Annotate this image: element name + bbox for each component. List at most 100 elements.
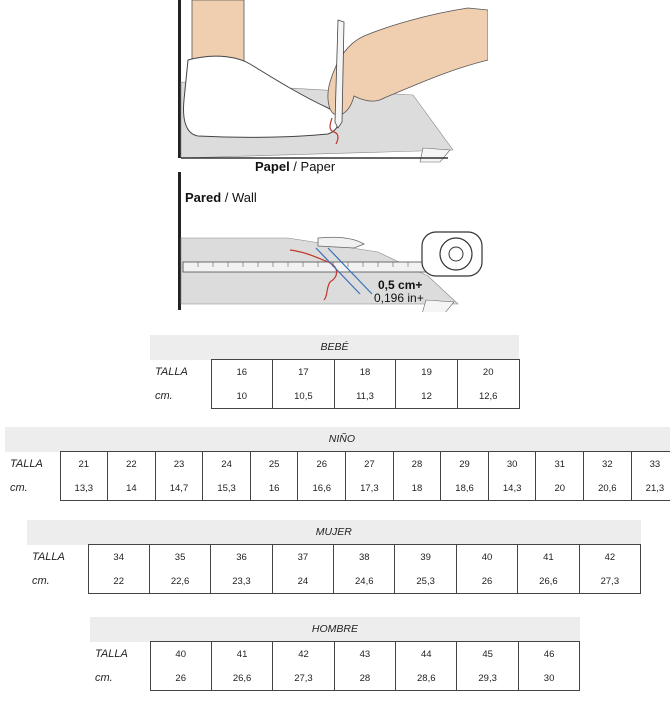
wall-line-bottom (178, 172, 181, 310)
row-label-talla: TALLA (95, 647, 128, 660)
size-cell: 16 (210, 359, 273, 384)
cm-cell: 10,5 (272, 384, 335, 409)
cm-cell: 18 (392, 476, 441, 501)
cm-cell: 12,6 (456, 384, 520, 409)
size-cell: 40 (455, 544, 518, 569)
size-cell: 33 (630, 451, 670, 476)
size-cell: 34 (87, 544, 150, 569)
paper-corner-2 (422, 299, 455, 312)
foot-measuring-drawing (178, 0, 488, 312)
red-outline (289, 249, 338, 301)
hand (327, 7, 488, 116)
cm-cell: 14 (107, 476, 156, 501)
size-cell: 23 (154, 451, 203, 476)
cm-cell: 28 (333, 666, 396, 691)
size-cell: 32 (583, 451, 632, 476)
size-cell: 41 (517, 544, 580, 569)
size-cell: 40 (149, 641, 212, 666)
cm-cell: 24 (271, 569, 334, 594)
tape-case (421, 231, 483, 277)
table-title: HOMBRE (90, 617, 580, 642)
cm-cell: 30 (517, 666, 581, 691)
measuring-illustration: Papel / Paper Pared / Wall 0,5 cm+ 0,196… (178, 0, 488, 312)
size-cell: 31 (535, 451, 584, 476)
pencil-mark (329, 117, 339, 145)
size-cell: 19 (395, 359, 458, 384)
cm-cell: 11,3 (333, 384, 396, 409)
pencil (334, 19, 345, 129)
cm-cell: 16,6 (297, 476, 346, 501)
row-label-cm: cm. (10, 482, 28, 495)
cm-cell: 26 (455, 569, 518, 594)
cm-cell: 27,3 (272, 666, 335, 691)
size-cell: 18 (333, 359, 396, 384)
row-label-talla: TALLA (32, 550, 65, 563)
size-cell: 20 (456, 359, 520, 384)
size-cell: 45 (456, 641, 519, 666)
table-title: BEBÉ (150, 335, 520, 360)
cm-cell: 22 (87, 569, 150, 594)
size-cell: 21 (59, 451, 108, 476)
leg (191, 0, 245, 63)
cm-cell: 28,6 (395, 666, 457, 691)
size-cell: 29 (440, 451, 489, 476)
row-label-talla: TALLA (155, 365, 188, 378)
size-cell: 27 (345, 451, 394, 476)
cm-cell: 17,3 (345, 476, 394, 501)
table-title: NIÑO (5, 427, 670, 452)
size-cell: 26 (297, 451, 346, 476)
size-cell: 41 (210, 641, 273, 666)
cm-cell: 14,7 (154, 476, 203, 501)
cm-cell: 27,3 (578, 569, 642, 594)
size-cell: 44 (395, 641, 457, 666)
size-cell: 35 (148, 544, 211, 569)
cm-cell: 10 (210, 384, 273, 409)
cm-cell: 26 (149, 666, 212, 691)
size-cell: 28 (392, 451, 441, 476)
wall-line-top (178, 0, 181, 158)
measuring-tape (182, 261, 429, 273)
cm-cell: 20,6 (583, 476, 632, 501)
cm-cell: 13,3 (59, 476, 108, 501)
size-cell: 30 (487, 451, 536, 476)
size-cell: 22 (107, 451, 156, 476)
cm-cell: 21,3 (630, 476, 670, 501)
size-cell: 39 (394, 544, 457, 569)
row-label-cm: cm. (95, 672, 113, 685)
size-cell: 17 (272, 359, 335, 384)
size-cell: 37 (271, 544, 334, 569)
row-label-cm: cm. (32, 575, 50, 588)
paper-caption: Papel / Paper (255, 159, 336, 174)
cm-cell: 22,6 (148, 569, 211, 594)
cm-cell: 20 (535, 476, 584, 501)
cm-cell: 18,6 (440, 476, 489, 501)
cm-cell: 16 (249, 476, 298, 501)
cm-cell: 26,6 (210, 666, 273, 691)
row-label-cm: cm. (155, 390, 173, 403)
blue-line-2 (327, 247, 373, 295)
blue-line-1 (315, 247, 361, 295)
cm-cell: 29,3 (456, 666, 519, 691)
paper-corner (419, 147, 451, 163)
wall-caption: Pared / Wall (185, 190, 257, 205)
cm-cell: 26,6 (517, 569, 580, 594)
size-cell: 24 (202, 451, 251, 476)
cm-cell: 15,3 (202, 476, 251, 501)
size-cell: 42 (272, 641, 335, 666)
size-cell: 38 (333, 544, 395, 569)
cm-cell: 23,3 (210, 569, 273, 594)
size-cell: 25 (249, 451, 298, 476)
row-label-talla: TALLA (10, 457, 43, 470)
margin-cm-label: 0,5 cm+ (378, 278, 423, 292)
size-cell: 36 (210, 544, 273, 569)
size-cell: 42 (578, 544, 642, 569)
cm-cell: 25,3 (394, 569, 457, 594)
cm-cell: 12 (395, 384, 458, 409)
cm-cell: 24,6 (333, 569, 395, 594)
size-cell: 43 (333, 641, 396, 666)
margin-in-label: 0,196 in+ (374, 291, 424, 305)
